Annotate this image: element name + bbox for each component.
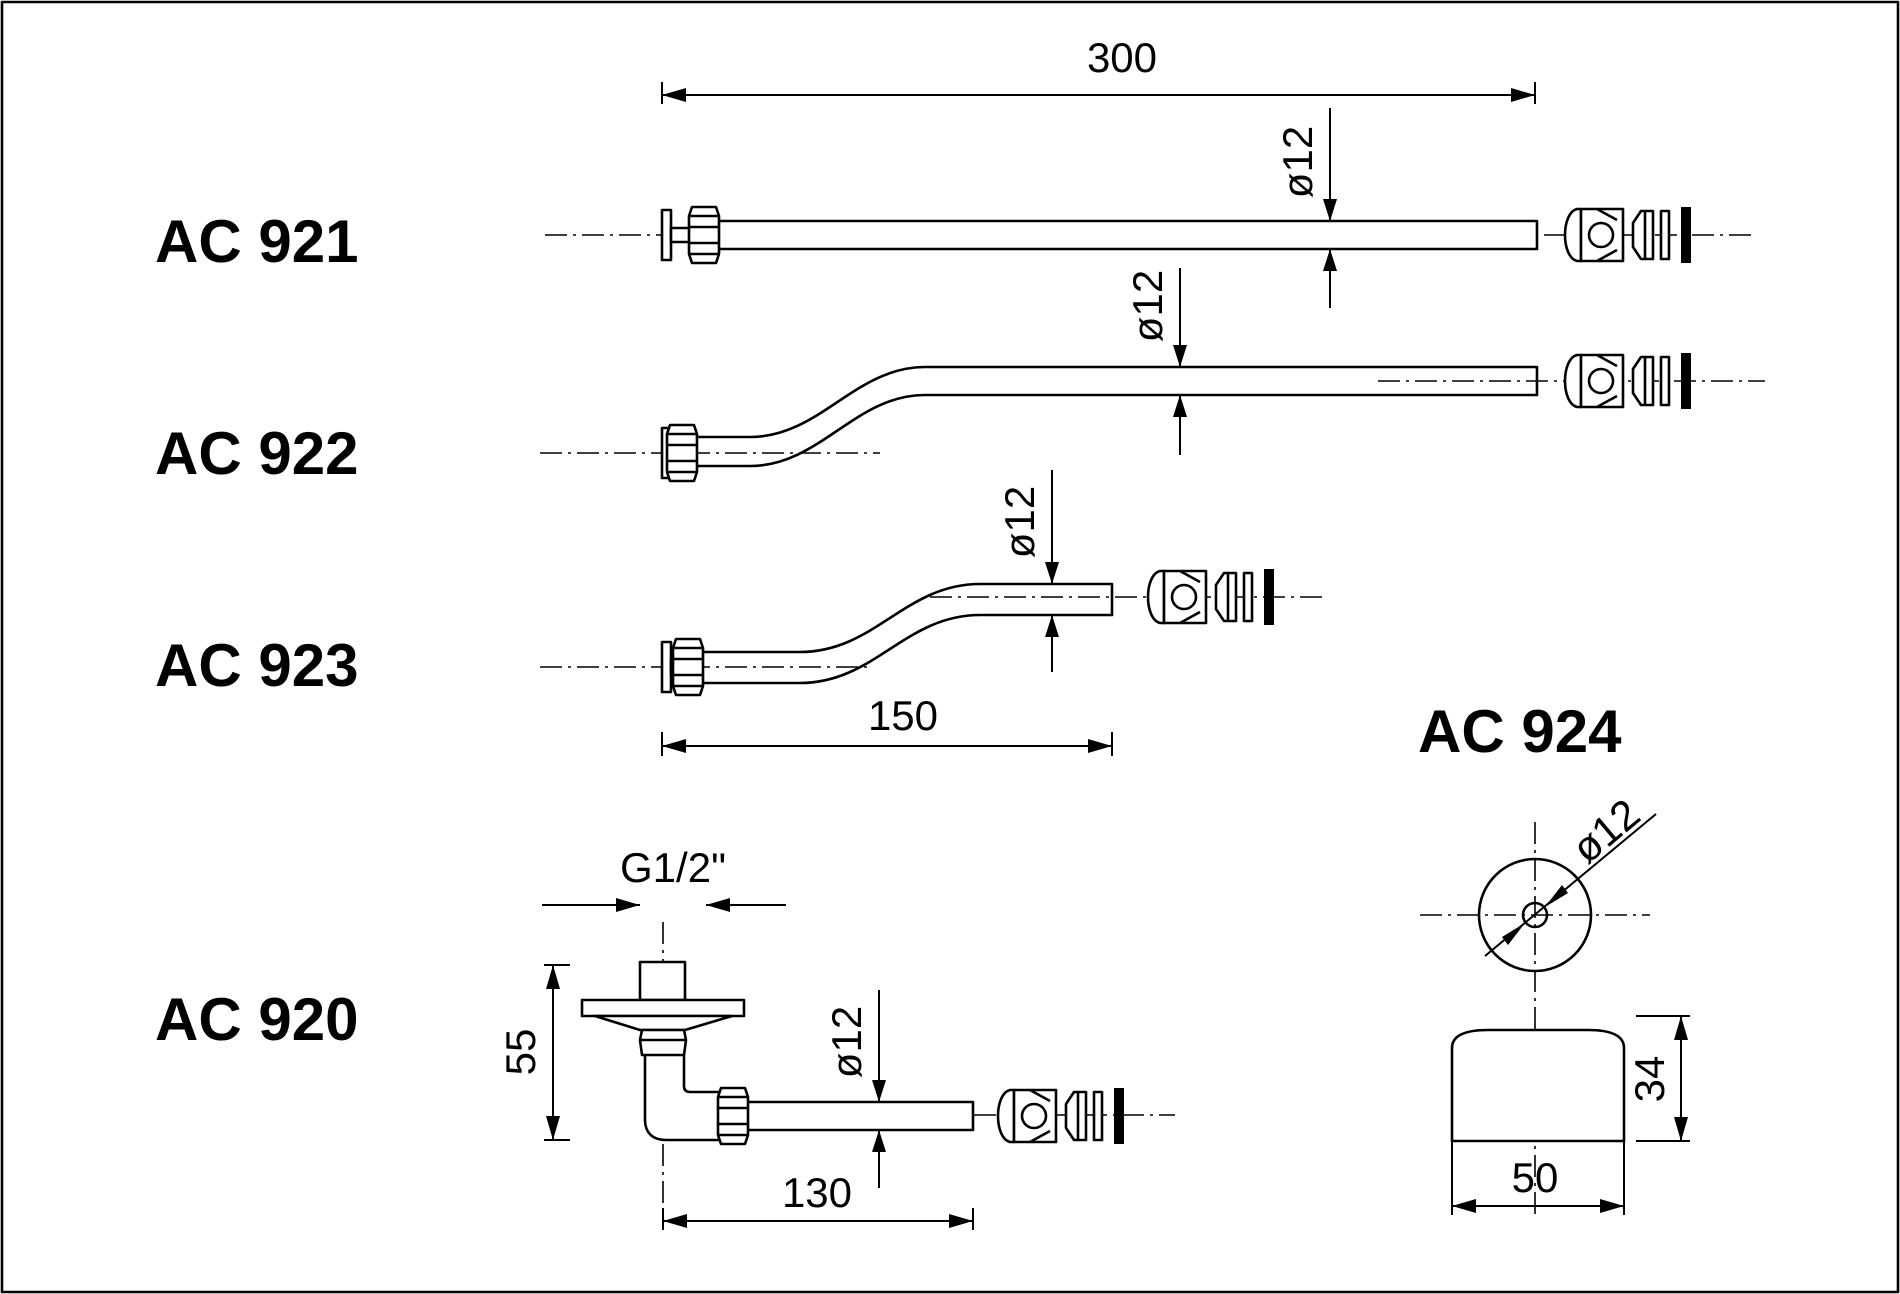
ac920-label: AC 920 [155,986,358,1053]
ac923-view: ø12 150 [540,470,1325,756]
ac920-diameter-dim: ø12 [823,1006,870,1078]
ac924-height-dim: 34 [1626,1056,1673,1103]
ac920-length-dim: 130 [782,1169,852,1216]
ac924-label: AC 924 [1418,698,1622,765]
ac924-view: ø12 34 50 [1420,790,1690,1215]
ac924-diameter-dim: ø12 [1563,790,1649,873]
ac922-view: ø12 [540,268,1765,483]
ac923-diameter-dim: ø12 [996,486,1043,558]
ac920-thread-dim: G1/2" [620,844,726,891]
ac923-label: AC 923 [155,632,358,699]
ac923-length-dim: 150 [868,692,938,739]
ac924-width-dim: 50 [1512,1154,1559,1201]
ac921-diameter-dim: ø12 [1274,126,1321,198]
ac921-label: AC 921 [155,208,358,275]
ac920-height-dim: 55 [497,1029,544,1076]
ac920-view: G1/2" 55 ø12 130 [497,844,1175,1230]
ac922-diameter-dim: ø12 [1124,270,1171,342]
ac922-label: AC 922 [155,420,358,487]
ac921-length-dim: 300 [1087,34,1157,81]
ac921-view: 300 ø12 [545,34,1755,308]
